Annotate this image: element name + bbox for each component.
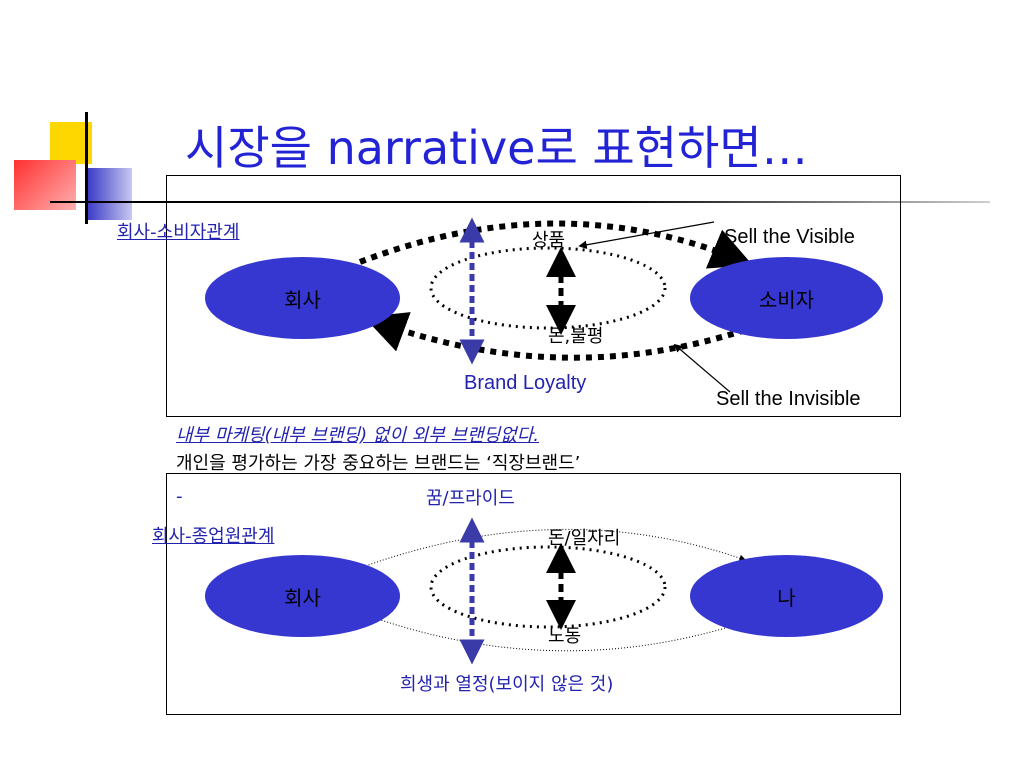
- panel-company-employee: [166, 473, 901, 715]
- loop-inner-2: [429, 545, 667, 629]
- node-me-label: 나: [777, 585, 796, 610]
- loop-outer-top-1: [358, 220, 753, 269]
- node-company-2-label: 회사: [284, 585, 321, 610]
- callout-line-invisible: [673, 343, 731, 393]
- label-brand-loyalty: Brand Loyalty: [464, 372, 587, 394]
- section-label-company-employee: 회사-종업원관계: [152, 526, 275, 547]
- dash-marker: -: [176, 486, 183, 507]
- callout-line-visible: [578, 221, 715, 249]
- label-dream-pride: 꿈/프라이드: [426, 488, 515, 509]
- slide-title: 시장을 narrative로 표현하면…: [185, 121, 808, 175]
- node-company-1: 회사: [205, 257, 400, 339]
- internal-branding-statement: 내부 마케팅(내부 브랜딩) 없이 외부 브랜딩없다.: [176, 425, 540, 446]
- label-sacrifice-passion: 희생과 열정(보이지 않은 것): [400, 674, 614, 695]
- label-money-job: 돈/일자리: [548, 528, 621, 549]
- callout-sell-invisible: Sell the Invisible: [716, 388, 861, 410]
- workplace-brand-statement: 개인을 평가하는 가장 중요하는 브랜드는 ‘직장브랜드’: [176, 453, 581, 474]
- label-money-complaint: 돈,불평: [548, 326, 604, 347]
- node-me: 나: [690, 555, 883, 637]
- panel-company-consumer: [166, 175, 901, 417]
- node-consumer-label: 소비자: [758, 287, 815, 312]
- loop-outer-bottom-1: [364, 312, 746, 361]
- decor-vertical-line: [85, 112, 88, 224]
- label-labor: 노동: [548, 626, 582, 647]
- label-product: 상품: [532, 230, 566, 251]
- loop-inner-1: [429, 246, 667, 330]
- decor-horizontal-line: [50, 201, 990, 203]
- decor-blue-square: [88, 168, 132, 220]
- node-company-1-label: 회사: [284, 287, 321, 312]
- loop-outer-bottom-2: [370, 615, 746, 652]
- callout-sell-visible: Sell the Visible: [724, 226, 855, 248]
- section-label-company-consumer: 회사-소비자관계: [117, 222, 240, 243]
- node-company-2: 회사: [205, 555, 400, 637]
- node-consumer: 소비자: [690, 257, 883, 339]
